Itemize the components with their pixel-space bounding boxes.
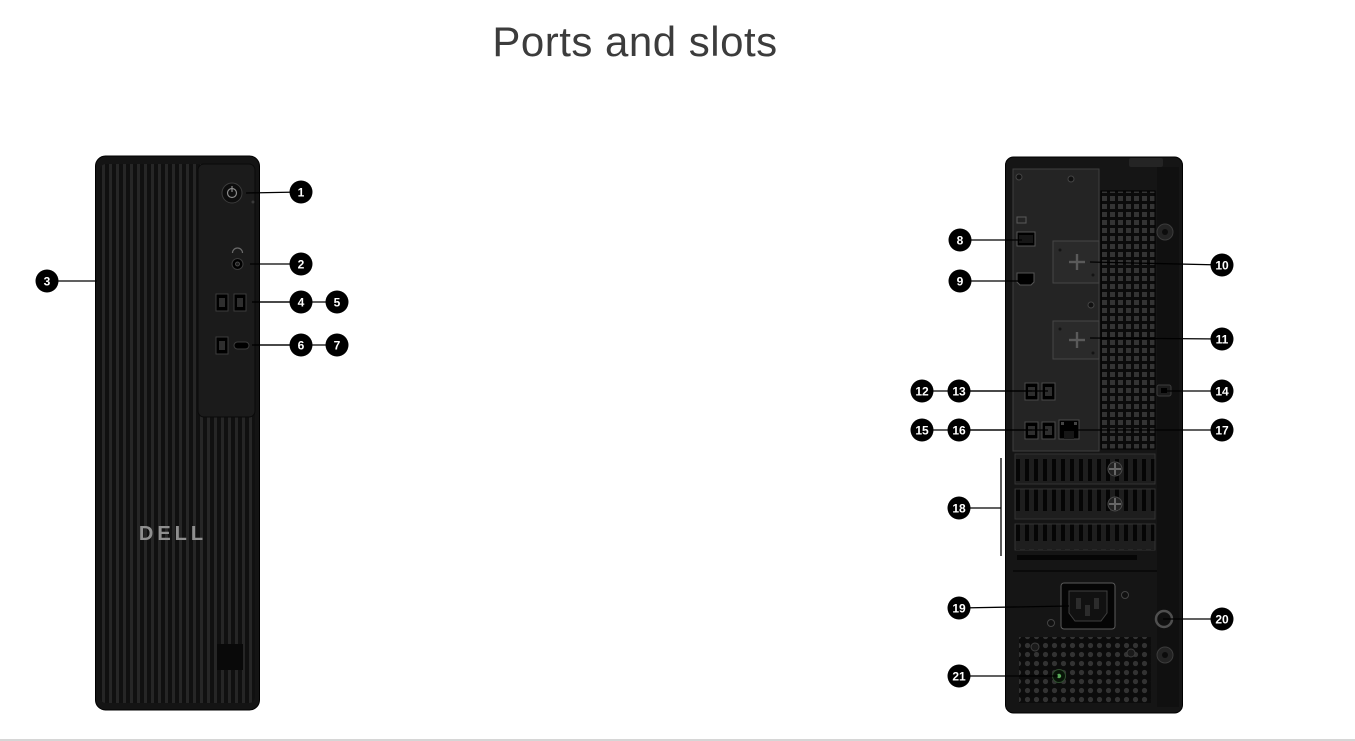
callout-badge-15: 15 xyxy=(910,418,934,442)
dell-logo: DELL xyxy=(139,523,207,545)
headset-jack xyxy=(231,247,244,270)
callout-badge-7: 7 xyxy=(325,333,349,357)
screw xyxy=(1121,591,1129,599)
callout-badge-21: 21 xyxy=(947,664,971,688)
screw xyxy=(1087,301,1095,309)
bottom-divider xyxy=(0,739,1355,741)
security-lock-slot xyxy=(1156,384,1172,397)
callout-badge-10: 10 xyxy=(1210,253,1234,277)
rear-tower-illustration xyxy=(1005,156,1183,714)
displayport xyxy=(1016,216,1036,247)
side-rail xyxy=(1157,167,1179,707)
optional-port-slot-2 xyxy=(1052,320,1100,360)
callout-badge-20: 20 xyxy=(1210,607,1234,631)
screw xyxy=(1030,642,1040,652)
callout-badge-18: 18 xyxy=(947,496,971,520)
power-led xyxy=(251,200,255,204)
callout-badge-19: 19 xyxy=(947,596,971,620)
thumbscrew-bottom xyxy=(1156,646,1174,664)
screw xyxy=(1126,648,1136,658)
callout-badge-2: 2 xyxy=(289,252,313,276)
callout-badge-8: 8 xyxy=(948,228,972,252)
callout-badge-5: 5 xyxy=(325,290,349,314)
callout-badge-16: 16 xyxy=(947,418,971,442)
callout-badge-17: 17 xyxy=(1210,418,1234,442)
power-button xyxy=(221,182,243,204)
front-usb-and-usb-c-ports xyxy=(215,336,250,355)
callout-badge-14: 14 xyxy=(1210,379,1234,403)
thumbscrew-top xyxy=(1156,223,1174,241)
front-badge-plate xyxy=(217,644,243,670)
rear-io-plate xyxy=(1012,168,1100,452)
callout-badge-13: 13 xyxy=(947,379,971,403)
screw xyxy=(1067,175,1075,183)
top-latch xyxy=(1129,158,1163,167)
front-io-panel xyxy=(197,163,256,418)
hdmi-port xyxy=(1016,272,1035,286)
ethernet-port xyxy=(1058,419,1080,440)
callout-badge-4: 4 xyxy=(289,290,313,314)
rear-vent-grid xyxy=(1100,190,1156,450)
front-tower-illustration: DELL xyxy=(95,155,260,711)
callout-badge-11: 11 xyxy=(1210,327,1234,351)
callout-badge-6: 6 xyxy=(289,333,313,357)
callout-badge-12: 12 xyxy=(910,379,934,403)
screw xyxy=(1047,619,1055,627)
psu-diagnostics-led xyxy=(1052,669,1066,683)
callout-badge-9: 9 xyxy=(948,269,972,293)
callout-badge-1: 1 xyxy=(289,180,313,204)
screw xyxy=(1015,173,1023,181)
optional-port-slot-1 xyxy=(1052,240,1100,284)
expansion-slots xyxy=(1014,453,1156,560)
callout-badge-3: 3 xyxy=(35,269,59,293)
front-usb-ports xyxy=(215,293,247,312)
page-title: Ports and slots xyxy=(492,18,778,65)
power-port xyxy=(1060,582,1116,630)
psu-vent-grid xyxy=(1019,637,1151,703)
